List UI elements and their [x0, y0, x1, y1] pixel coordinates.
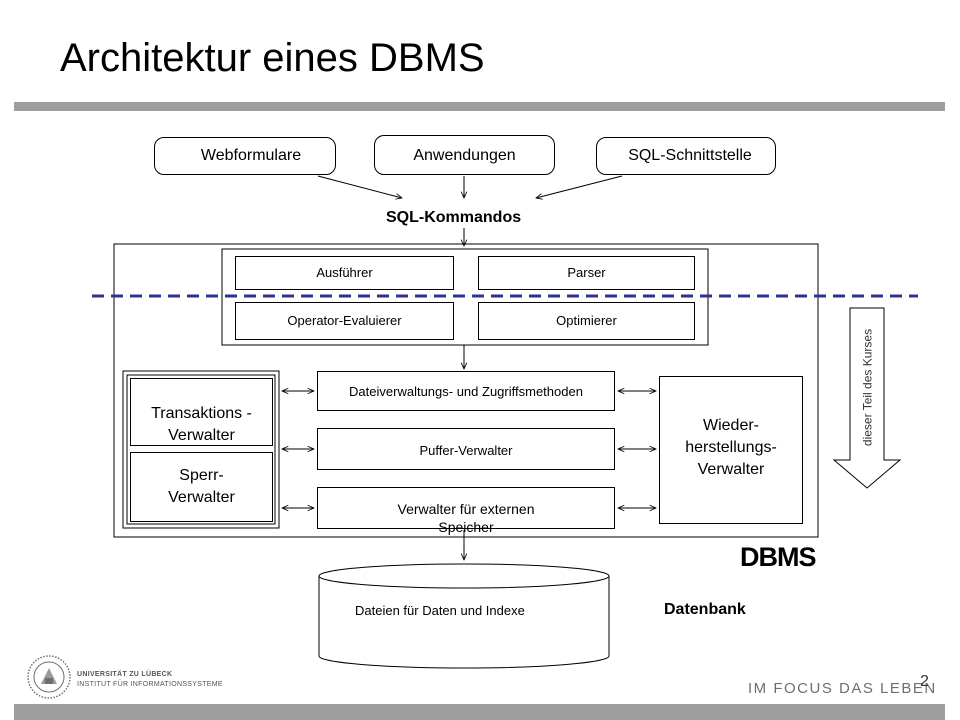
recovery-manager-label: Wieder- herstellungs- Verwalter: [685, 417, 777, 478]
buffer-manager-label: Puffer-Verwalter: [419, 443, 513, 458]
database-cylinder: [318, 563, 610, 669]
operator-evaluator-box: Operator-Evaluierer: [235, 302, 454, 340]
footer-slogan: IM FOCUS DAS LEBEN: [748, 680, 937, 697]
database-files-label: Dateien für Daten und Indexe: [355, 603, 525, 618]
file-access-label: Dateiverwaltungs- und Zugriffsmethoden: [349, 384, 583, 399]
parser-label: Parser: [567, 265, 606, 280]
disk-manager-label: Verwalter für externen Speicher: [397, 501, 535, 535]
title-underline: [14, 102, 945, 111]
parser-box: Parser: [478, 256, 695, 290]
left-manager-group: [122, 370, 280, 529]
buffer-manager-box: Puffer-Verwalter: [317, 428, 615, 470]
transaction-manager-box: Transaktions - Verwalter: [130, 378, 273, 446]
operator-evaluator-label: Operator-Evaluierer: [287, 313, 402, 328]
sql-commands-label: SQL-Kommandos: [386, 209, 522, 226]
executor-label: Ausführer: [316, 265, 373, 280]
database-label: Datenbank: [664, 601, 746, 618]
file-access-methods-box: Dateiverwaltungs- und Zugriffsmethoden: [317, 371, 615, 411]
optimizer-label: Optimierer: [556, 313, 617, 328]
optimizer-box: Optimierer: [478, 302, 695, 340]
university-seal-icon: [26, 654, 72, 700]
client-sql-schnittstelle: SQL-Schnittstelle: [596, 137, 776, 175]
lock-manager-box: Sperr- Verwalter: [130, 452, 273, 522]
transaction-manager-label: Transaktions - Verwalter: [151, 405, 252, 444]
executor-box: Ausführer: [235, 256, 454, 290]
recovery-manager-box: Wieder- herstellungs- Verwalter: [659, 376, 803, 524]
client-anwendungen: Anwendungen: [374, 135, 555, 175]
client-label: Anwendungen: [413, 147, 516, 164]
client-webformulare: Webformulare: [154, 137, 336, 175]
bottom-bar: [14, 704, 945, 720]
lock-manager-label: Sperr- Verwalter: [168, 467, 235, 506]
university-name: UNIVERSITÄT ZU LÜBECK: [77, 671, 173, 678]
disk-manager-box: Verwalter für externen Speicher: [317, 487, 615, 535]
arrow-webformulare: [317, 175, 402, 198]
client-label: Webformulare: [200, 147, 302, 164]
page-number: 2: [920, 673, 929, 690]
course-note-arrow: [832, 307, 902, 489]
arrow-sql-schnittstelle: [536, 175, 623, 198]
course-note-label: dieser Teil des Kurses: [860, 328, 875, 447]
page-title: Architektur eines DBMS: [60, 36, 485, 80]
client-label: SQL-Schnittstelle: [628, 147, 752, 164]
dbms-label: DBMS: [740, 542, 816, 572]
institute-name: INSTITUT FÜR INFORMATIONSSYSTEME: [77, 681, 223, 688]
